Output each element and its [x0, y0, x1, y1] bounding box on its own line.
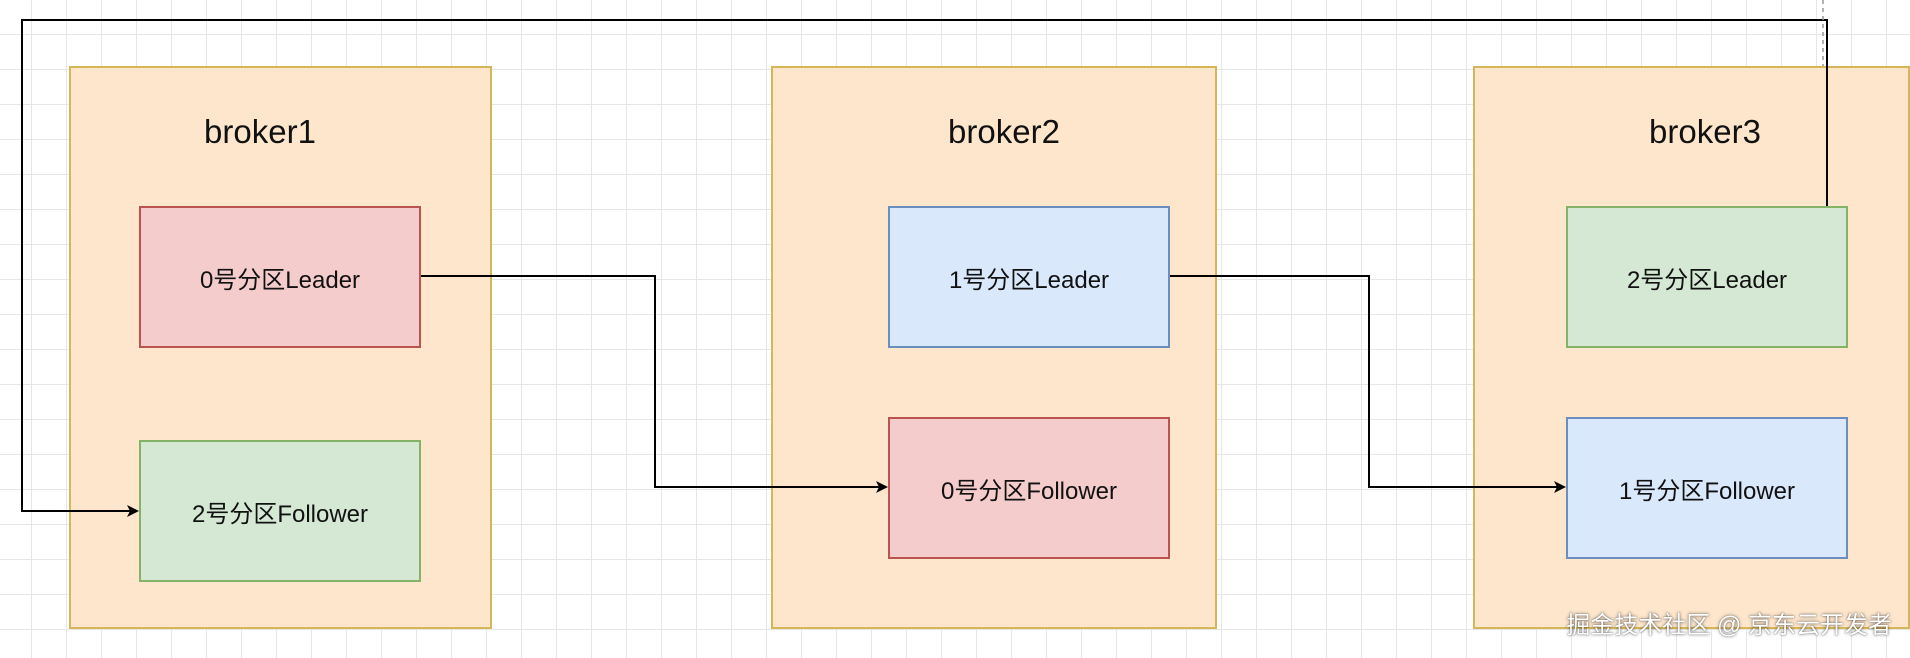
partition2-leader[interactable]: 2号分区Leader — [1566, 206, 1848, 348]
connector-p0-leader-to-follower — [421, 275, 888, 493]
connector-p1-leader-to-follower — [1170, 275, 1566, 493]
partition1-follower[interactable]: 1号分区Follower — [1566, 417, 1848, 559]
partition1-leader[interactable]: 1号分区Leader — [888, 206, 1170, 348]
watermark-text: 掘金技术社区 @ 京东云开发者 — [1566, 612, 1892, 639]
partition0-follower[interactable]: 0号分区Follower — [888, 417, 1170, 559]
broker2-title: broker2 — [948, 113, 1060, 150]
broker3-title: broker3 — [1649, 113, 1761, 150]
partition0-leader[interactable]: 0号分区Leader — [139, 206, 421, 348]
partition2-follower[interactable]: 2号分区Follower — [139, 440, 421, 582]
connector-p2-leader-to-follower — [21, 19, 1828, 517]
broker1-title: broker1 — [204, 113, 316, 150]
